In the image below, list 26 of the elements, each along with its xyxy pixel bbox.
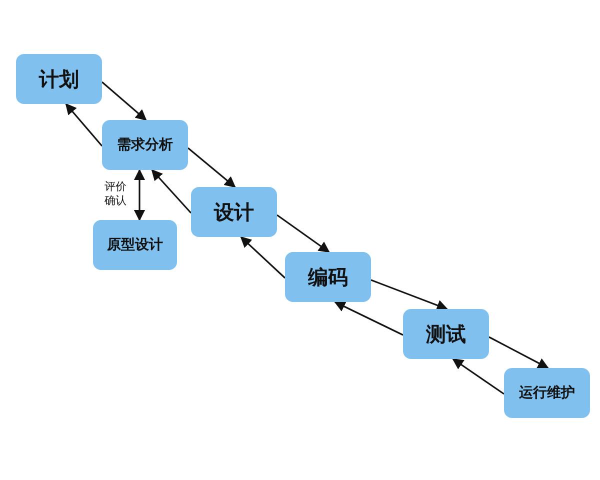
box-label: 运行维护: [519, 384, 575, 402]
arrow: [65, 103, 103, 147]
edge-label: 评价确认: [104, 180, 128, 208]
arrow: [334, 301, 404, 336]
arrow: [452, 358, 504, 395]
process-box: [102, 120, 188, 170]
arrow: [101, 81, 147, 121]
arrow: [370, 279, 448, 311]
box-label: 编码: [308, 264, 348, 290]
box-label: 原型设计: [107, 236, 163, 254]
arrow: [488, 336, 549, 369]
arrow: [276, 214, 330, 253]
box-label: 设计: [214, 198, 254, 226]
box-label: 计划: [39, 66, 79, 92]
box-label: 需求分析: [117, 136, 173, 154]
box-label: 测试: [426, 320, 466, 348]
arrow: [134, 168, 146, 222]
arrow: [151, 169, 192, 214]
process-box: [16, 54, 102, 104]
process-box: [93, 220, 177, 270]
arrow: [240, 236, 286, 279]
process-box: [191, 187, 277, 237]
process-box: [504, 368, 590, 418]
process-box: [285, 252, 371, 302]
process-box: [403, 309, 489, 359]
arrow: [187, 147, 236, 188]
